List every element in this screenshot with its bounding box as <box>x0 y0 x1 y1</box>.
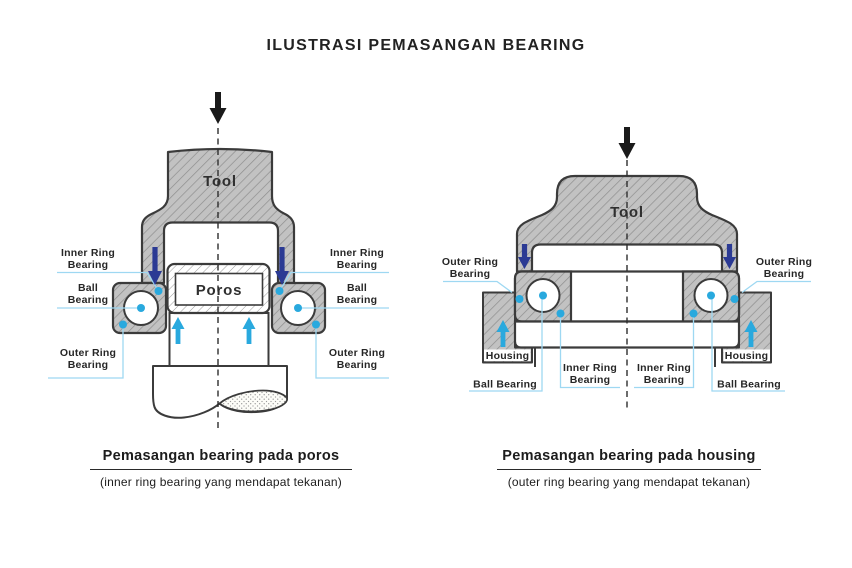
left-diagram: Tool Poros Inner Ring Bearing Ball Beari… <box>48 92 389 432</box>
inner-ring-label: Bearing <box>68 259 109 271</box>
outer-ring-label: Bearing <box>337 359 378 371</box>
ball-bearing-label: Ball Bearing <box>717 379 781 391</box>
outer-ring-label: Outer Ring <box>756 256 812 268</box>
inner-ring-label: Bearing <box>337 259 378 271</box>
inner-ring-label: Inner Ring <box>330 247 384 259</box>
outer-ring-label: Outer Ring <box>329 347 385 359</box>
tool-label: Tool <box>610 204 644 221</box>
leader-lines <box>443 280 811 392</box>
marker-dots <box>119 287 320 329</box>
press-direction-arrow <box>209 92 227 124</box>
inner-ring-label: Inner Ring <box>61 247 115 259</box>
ball-bearing-label: Bearing <box>68 294 109 306</box>
ball-bearing-label: Ball <box>347 282 367 294</box>
marker-dots <box>515 291 739 318</box>
caption-subtitle: (inner ring bearing yang mendapat tekana… <box>100 475 342 489</box>
right-diagram: Tool Housing Housing Outer Ring Bearing … <box>442 127 812 408</box>
right-figure-caption: Pemasangan bearing pada housing (outer r… <box>497 448 761 489</box>
inner-ring-label: Inner Ring <box>637 362 691 374</box>
inner-ring-label: Bearing <box>570 374 611 386</box>
inner-ring-label: Inner Ring <box>563 362 617 374</box>
left-figure-caption: Pemasangan bearing pada poros (inner rin… <box>90 448 352 489</box>
tool-label: Tool <box>203 173 237 190</box>
leader-lines <box>48 271 389 379</box>
poros-label: Poros <box>196 282 243 299</box>
outer-ring-label: Bearing <box>68 359 109 371</box>
ball-bearing-label: Ball <box>78 282 98 294</box>
caption-title: Pemasangan bearing pada poros <box>90 448 352 470</box>
housing-label: Housing <box>725 350 768 362</box>
ball-bearing-label: Ball Bearing <box>473 379 537 391</box>
caption-subtitle: (outer ring bearing yang mendapat tekana… <box>507 475 751 489</box>
page-title: ILUSTRASI PEMASANGAN BEARING <box>266 37 586 54</box>
outer-ring-label: Outer Ring <box>60 347 116 359</box>
outer-ring-label: Outer Ring <box>442 256 498 268</box>
poros-label-box <box>174 272 264 306</box>
inner-ring-label: Bearing <box>644 374 685 386</box>
shaft-flange <box>513 320 741 349</box>
outer-ring-label: Bearing <box>450 268 491 280</box>
ball-bearing-label: Bearing <box>337 294 378 306</box>
caption-title: Pemasangan bearing pada housing <box>497 448 761 470</box>
shaft-break-symbol <box>218 389 288 413</box>
housing-label: Housing <box>486 350 529 362</box>
press-direction-arrow <box>618 127 636 159</box>
outer-ring-label: Bearing <box>764 268 805 280</box>
